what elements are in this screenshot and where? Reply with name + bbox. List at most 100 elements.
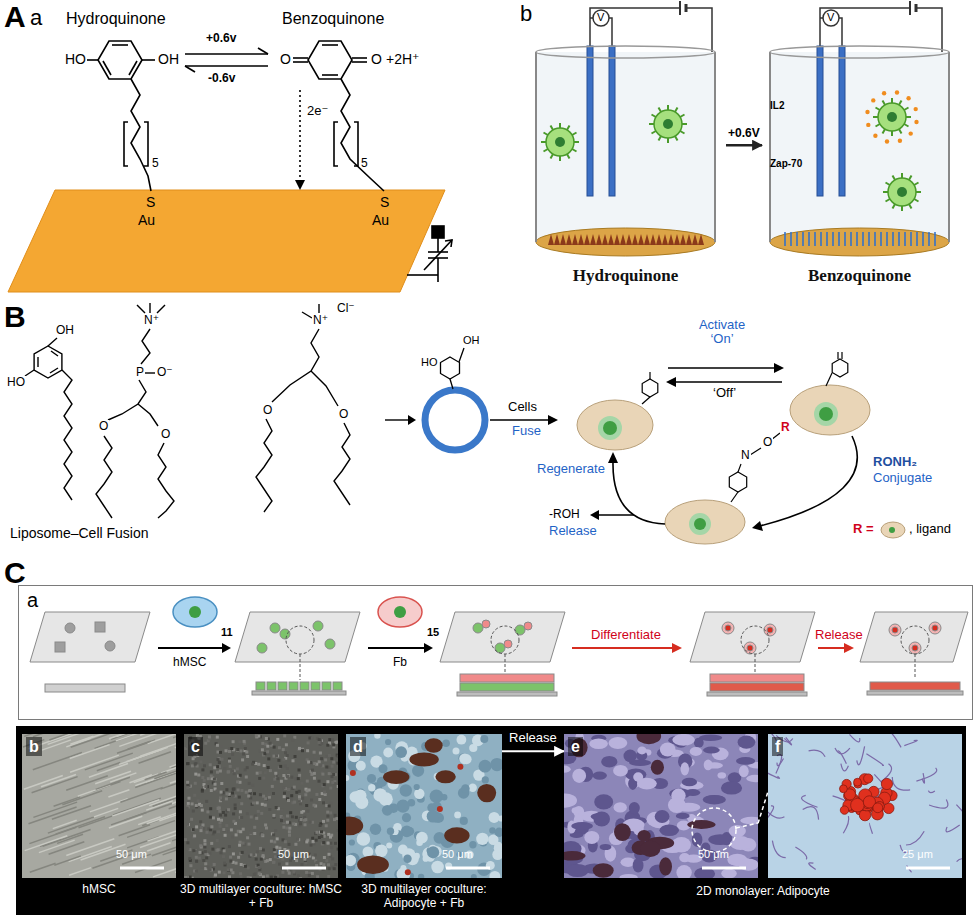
- drawing-circle: [914, 120, 918, 124]
- drawing-rect: [256, 801, 259, 804]
- drawing-circle: [367, 774, 376, 783]
- drawing-rect: [310, 799, 313, 802]
- drawing-rect: [229, 856, 232, 859]
- panel-letter: d: [350, 737, 366, 756]
- drawing-rect: [205, 800, 208, 803]
- drawing-rect: [210, 789, 213, 792]
- drawing-rect: [231, 871, 234, 874]
- drawing-rect: [294, 755, 297, 758]
- drawing-circle: [892, 627, 898, 633]
- compound-name: Hydroquinone: [66, 10, 166, 28]
- drawing-line: [147, 843, 170, 851]
- drawing-path: [596, 234, 602, 245]
- drawing-ellipse: [637, 778, 657, 790]
- drawing-rect: [332, 743, 335, 746]
- drawing-line: [71, 734, 119, 747]
- drawing-polygon: [590, 510, 599, 520]
- drawing-rect: [300, 811, 303, 814]
- drawing-circle: [482, 776, 489, 783]
- drawing-line: [832, 232, 834, 246]
- drawing-path: [578, 234, 584, 245]
- drawing-ellipse: [629, 802, 640, 814]
- drawing-polygon: [30, 612, 150, 662]
- drawing-ellipse: [444, 827, 469, 843]
- drawing-rect: [223, 862, 226, 865]
- drawing-rect: [306, 789, 309, 792]
- drawing-rect: [328, 772, 331, 775]
- step-label: Fuse: [512, 424, 541, 438]
- drawing-line: [56, 817, 105, 834]
- drawing-rect: [315, 793, 318, 796]
- drawing-rect: [220, 782, 223, 785]
- atom-label: S: [380, 195, 389, 210]
- drawing-line: [293, 61, 308, 63]
- drawing-rect: [261, 803, 264, 806]
- drawing-rect: [213, 863, 216, 866]
- drawing-ellipse: [609, 737, 628, 749]
- drawing-rect: [326, 744, 329, 747]
- drawing-rect: [247, 866, 250, 869]
- drawing-rect: [282, 748, 285, 751]
- drawing-rect: [269, 858, 272, 861]
- drawing-polyline: [272, 329, 319, 402]
- drawing-rect: [319, 831, 322, 834]
- drawing-rect: [258, 866, 261, 869]
- drawing-ellipse: [881, 522, 905, 538]
- drawing-ellipse: [668, 797, 686, 813]
- drawing-circle: [909, 642, 921, 654]
- drawing-circle: [349, 839, 355, 845]
- drawing-rect: [263, 752, 266, 755]
- drawing-rect: [239, 740, 242, 743]
- drawing-rect: [227, 830, 230, 833]
- drawing-rect: [186, 841, 189, 844]
- drawing-rect: [201, 809, 204, 812]
- drawing-rect: [230, 869, 233, 872]
- drawing-ellipse: [536, 46, 715, 58]
- chamber-title: Hydroquinone: [528, 266, 723, 286]
- drawing-rect: [213, 778, 216, 781]
- drawing-line: [30, 863, 56, 872]
- panel-letter: c: [188, 737, 203, 756]
- drawing-circle: [189, 606, 201, 618]
- drawing-rect: [284, 840, 287, 843]
- drawing-line: [149, 303, 150, 313]
- drawing-path: [566, 234, 572, 245]
- drawing-rect: [253, 832, 256, 835]
- drawing-rect: [331, 781, 334, 784]
- drawing-circle: [398, 845, 408, 855]
- drawing-line: [322, 74, 338, 76]
- beaker-chamber-art: [762, 42, 957, 300]
- drawing-rect: [267, 766, 270, 769]
- drawing-line: [282, 867, 326, 870]
- drawing-line: [49, 734, 76, 740]
- drawing-rect: [337, 801, 338, 804]
- drawing-line: [140, 739, 176, 756]
- arrowhead: [548, 415, 558, 425]
- drawing-rect: [236, 767, 239, 770]
- drawing-rect: [186, 781, 189, 784]
- atom-label: N⁺: [312, 314, 329, 327]
- drawing-rect: [214, 783, 217, 786]
- drawing-rect: [260, 833, 263, 836]
- drawing-rect: [186, 762, 189, 765]
- drawing-rect: [300, 863, 303, 866]
- drawing-circle: [479, 760, 492, 773]
- drawing-circle: [692, 808, 736, 852]
- drawing-line: [750, 448, 761, 455]
- cell-label: Fb: [392, 656, 408, 669]
- drawing-line: [117, 740, 155, 753]
- drawing-ellipse: [173, 597, 217, 627]
- drawing-path: [795, 847, 806, 859]
- drawing-circle: [383, 748, 393, 758]
- drawing-rect: [199, 844, 202, 847]
- drawing-rect: [232, 740, 235, 743]
- drawing-circle: [744, 642, 756, 654]
- drawing-ellipse: [614, 823, 631, 841]
- redox-arrows: [185, 48, 300, 182]
- drawing-line: [153, 792, 177, 806]
- drawing-line: [796, 232, 798, 246]
- drawing-rect: [216, 771, 219, 774]
- repeat-number: 5: [152, 157, 159, 170]
- drawing-rect: [319, 764, 322, 767]
- drawing-rect: [301, 749, 304, 752]
